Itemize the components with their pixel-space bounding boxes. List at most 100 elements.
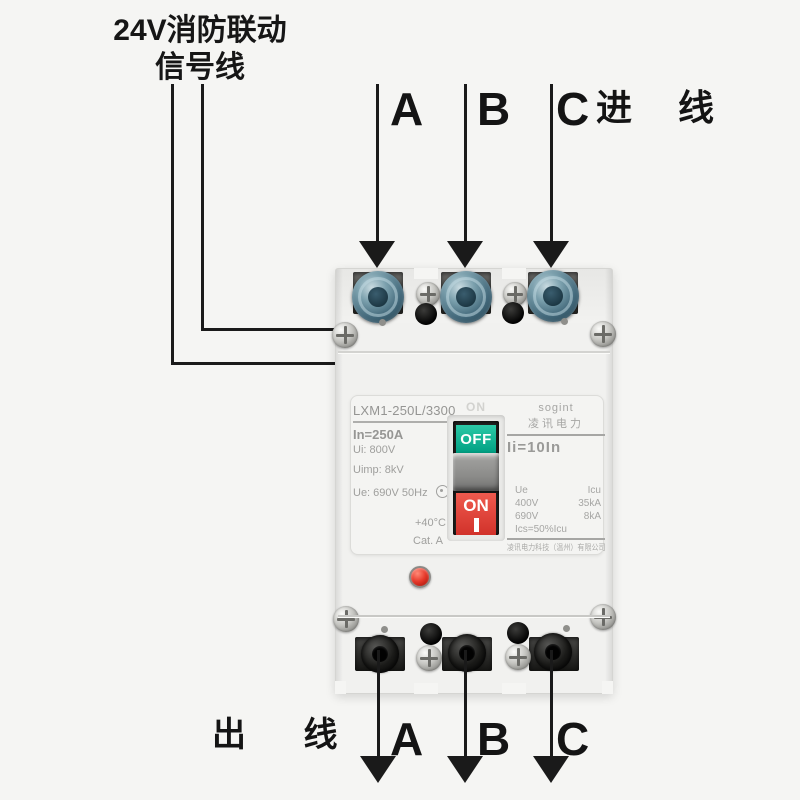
wire-hole — [502, 302, 524, 324]
signal-wire-1-horizontal — [171, 362, 338, 365]
brand-name: sogint — [538, 402, 574, 414]
ics-rating: Ics=50%Icu — [515, 524, 567, 535]
brand-name-chinese: 凌讯电力 — [528, 418, 584, 430]
pin-hole — [563, 625, 570, 632]
phase-label-bottom-a: A — [390, 713, 424, 765]
col-ue: Ue — [515, 485, 528, 496]
wire-hole — [420, 623, 442, 645]
line-terminal-screw-b — [440, 271, 492, 323]
model-number: LXM1-250L/3300 — [353, 403, 457, 423]
outgoing-arrowhead-b — [447, 756, 483, 783]
corner-screw-top-right — [590, 321, 616, 347]
wire-hole — [507, 622, 529, 644]
outgoing-arrow-line-b — [464, 650, 467, 758]
outgoing-arrowhead-c — [533, 756, 569, 783]
load-terminal-socket-a — [361, 635, 399, 673]
certification-dot — [439, 489, 443, 492]
manufacturer-name: 凌讯电力科技（温州）有限公司 — [507, 542, 606, 552]
breaker-toggle-handle — [453, 453, 499, 491]
corner-screw-top-left — [332, 322, 358, 348]
signal-wire-2-vertical — [201, 84, 204, 331]
incoming-line-label: 进 线 — [596, 87, 733, 128]
circuit-breaker-body: LXM1-250L/3300 In=250A Ui: 800V Uimp: 8k… — [332, 268, 616, 694]
ui-rating: Ui: 800V — [353, 444, 396, 456]
on-symbol-bar — [473, 518, 479, 532]
bottom-edge-notch — [502, 683, 526, 694]
load-terminal-socket-b — [448, 634, 486, 672]
off-position-plate: OFF — [456, 425, 496, 453]
outgoing-arrow-line-c — [550, 650, 553, 758]
screw-ring — [446, 277, 486, 317]
line-terminal-screw-a — [352, 271, 404, 323]
screw-slot — [427, 648, 431, 668]
outgoing-line-label: 出 线 — [212, 716, 362, 754]
right-edge-shade — [605, 269, 612, 693]
incoming-arrow-line-a — [376, 84, 379, 242]
corner-screw-bottom-left — [333, 606, 359, 632]
screw-core — [456, 287, 476, 307]
incoming-arrowhead-b — [447, 241, 483, 268]
top-edge-notch — [502, 268, 526, 279]
socket-core — [459, 645, 475, 661]
socket-core — [372, 646, 388, 662]
cell-ue-690: 690V — [515, 511, 539, 522]
phase-label-top-b: B — [477, 83, 511, 135]
bottom-corner-step — [602, 681, 613, 694]
phillips-screw — [505, 644, 531, 670]
bottom-corner-step — [335, 681, 346, 694]
ratings-label-left: LXM1-250L/3300 In=250A Ui: 800V Uimp: 8k… — [353, 403, 457, 499]
outgoing-arrowhead-a — [360, 756, 396, 783]
phillips-screw — [416, 282, 440, 306]
bottom-edge-notch — [414, 683, 438, 694]
cell-icu-8: 8kA — [583, 511, 601, 522]
screw-core — [368, 287, 388, 307]
signal-line-label-line2: 信号线 — [155, 51, 245, 84]
ue-rating-text: Ue: 690V 50Hz — [353, 487, 428, 499]
phillips-screw — [503, 282, 527, 306]
table-row: 400V 35kA — [507, 497, 605, 510]
screw-core — [543, 286, 563, 306]
screw-slot — [426, 285, 430, 303]
phase-label-bottom-c: C — [556, 713, 590, 765]
switch-recess: OFF ON — [453, 421, 499, 535]
screw-slot — [601, 324, 605, 344]
signal-line-label-line1: 24V消防联动 — [113, 14, 287, 47]
uimp-rating: Uimp: 8kV — [353, 464, 404, 476]
pin-hole — [381, 626, 388, 633]
ue-rating: Ue: 690V 50Hz — [353, 485, 457, 499]
utilisation-category: Cat. A — [413, 535, 443, 547]
label-divider — [507, 434, 605, 436]
body-seam-upper — [338, 351, 610, 353]
cell-ue-400: 400V — [515, 498, 539, 509]
screw-slot — [344, 609, 348, 629]
outgoing-arrow-line-a — [377, 650, 380, 758]
line-terminal-screw-c — [527, 270, 579, 322]
instantaneous-trip-rating: Ii=10In — [507, 439, 562, 456]
pin-hole — [379, 319, 386, 326]
left-edge-shade — [336, 269, 343, 693]
incoming-arrow-line-c — [550, 84, 553, 242]
body-seam-lower — [338, 615, 610, 617]
incoming-arrowhead-c — [533, 241, 569, 268]
signal-wire-2-horizontal — [201, 328, 338, 331]
socket-core — [545, 644, 561, 660]
table-header-row: Ue Icu — [507, 484, 605, 497]
breaking-capacity-table: Ue Icu 400V 35kA 690V 8kA Ics=50%Icu — [507, 484, 605, 536]
pin-hole — [561, 318, 568, 325]
table-row: 690V 8kA — [507, 510, 605, 523]
cell-icu-35: 35kA — [578, 498, 601, 509]
phillips-screw — [416, 645, 442, 671]
phase-label-bottom-b: B — [477, 713, 511, 765]
temperature-rating: +40°C — [415, 517, 447, 529]
top-edge-notch — [414, 268, 438, 279]
load-terminal-socket-c — [534, 633, 572, 671]
corner-screw-bottom-right — [590, 604, 616, 630]
screw-slot — [343, 325, 347, 345]
rated-current: In=250A — [353, 427, 404, 442]
signal-wire-1-vertical — [171, 84, 174, 365]
screw-ring — [533, 276, 573, 316]
phase-label-top-a: A — [390, 83, 424, 135]
col-icu: Icu — [587, 485, 601, 496]
screw-slot — [516, 647, 520, 667]
